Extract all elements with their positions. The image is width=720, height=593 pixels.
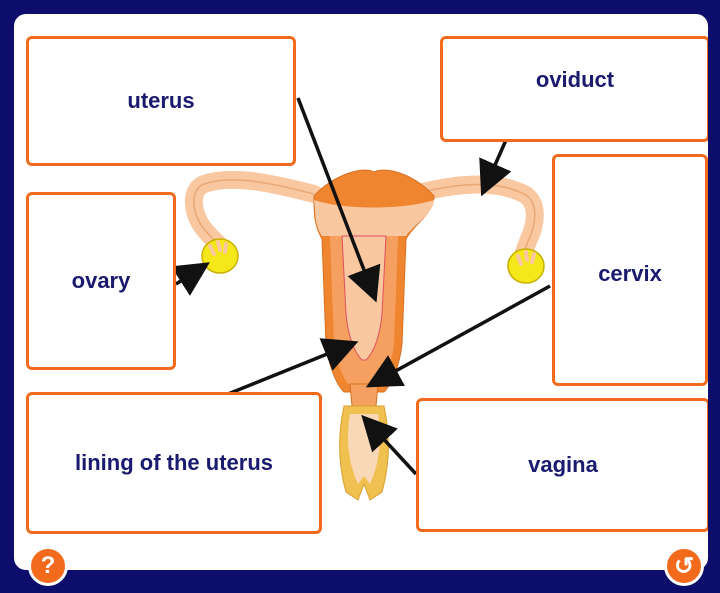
label-oviduct[interactable]: oviduct (440, 36, 708, 142)
undo-icon: ↺ (674, 552, 694, 581)
label-lining-text: lining of the uterus (75, 450, 273, 476)
label-cervix[interactable]: cervix (552, 154, 708, 386)
label-ovary-text: ovary (72, 268, 131, 294)
label-vagina-text: vagina (528, 452, 598, 478)
diagram-canvas: uterus oviduct ovary cervix lining of th… (14, 14, 708, 570)
cervix-shape (350, 384, 378, 406)
label-vagina[interactable]: vagina (416, 398, 708, 532)
label-ovary[interactable]: ovary (26, 192, 176, 370)
label-oviduct-text: oviduct (536, 67, 614, 93)
label-lining[interactable]: lining of the uterus (26, 392, 322, 534)
ovary-pointer (176, 266, 204, 284)
help-button[interactable]: ? (28, 546, 68, 586)
label-cervix-text: cervix (598, 261, 662, 287)
question-icon: ? (41, 552, 56, 580)
label-uterus-text: uterus (127, 88, 194, 114)
back-button[interactable]: ↺ (664, 546, 704, 586)
label-uterus[interactable]: uterus (26, 36, 296, 166)
